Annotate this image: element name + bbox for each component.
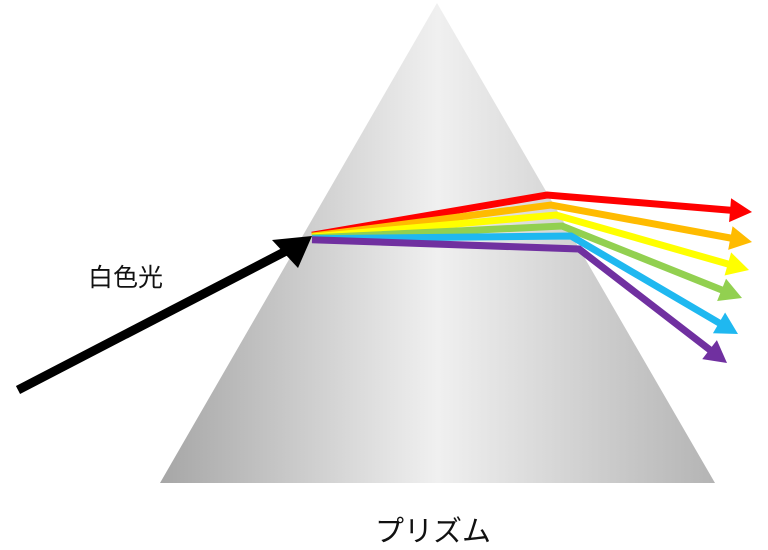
spectrum-ray-green (311, 222, 725, 294)
arrow-head-blue-icon (712, 312, 738, 334)
spectrum-ray-red (311, 191, 733, 239)
arrow-head-orange-icon (728, 226, 752, 250)
spectrum-rays (311, 191, 752, 363)
white-light-arrow-shaft (15, 245, 293, 394)
prism-label: プリズム (375, 514, 492, 548)
white-light-label: 白色光 (88, 263, 164, 292)
spectrum-ray-yellow (311, 211, 731, 268)
spectrum-ray-blue (311, 232, 723, 327)
white-light-arrow-head-icon (272, 236, 312, 268)
arrow-head-yellow-icon (724, 252, 749, 276)
arrow-head-red-icon (729, 198, 752, 223)
arrow-head-purple-icon (702, 340, 727, 363)
white-light-ray (15, 236, 312, 394)
spectrum-ray-orange (311, 201, 733, 242)
spectrum-ray-purple (311, 236, 714, 354)
arrow-head-green-icon (717, 278, 742, 301)
